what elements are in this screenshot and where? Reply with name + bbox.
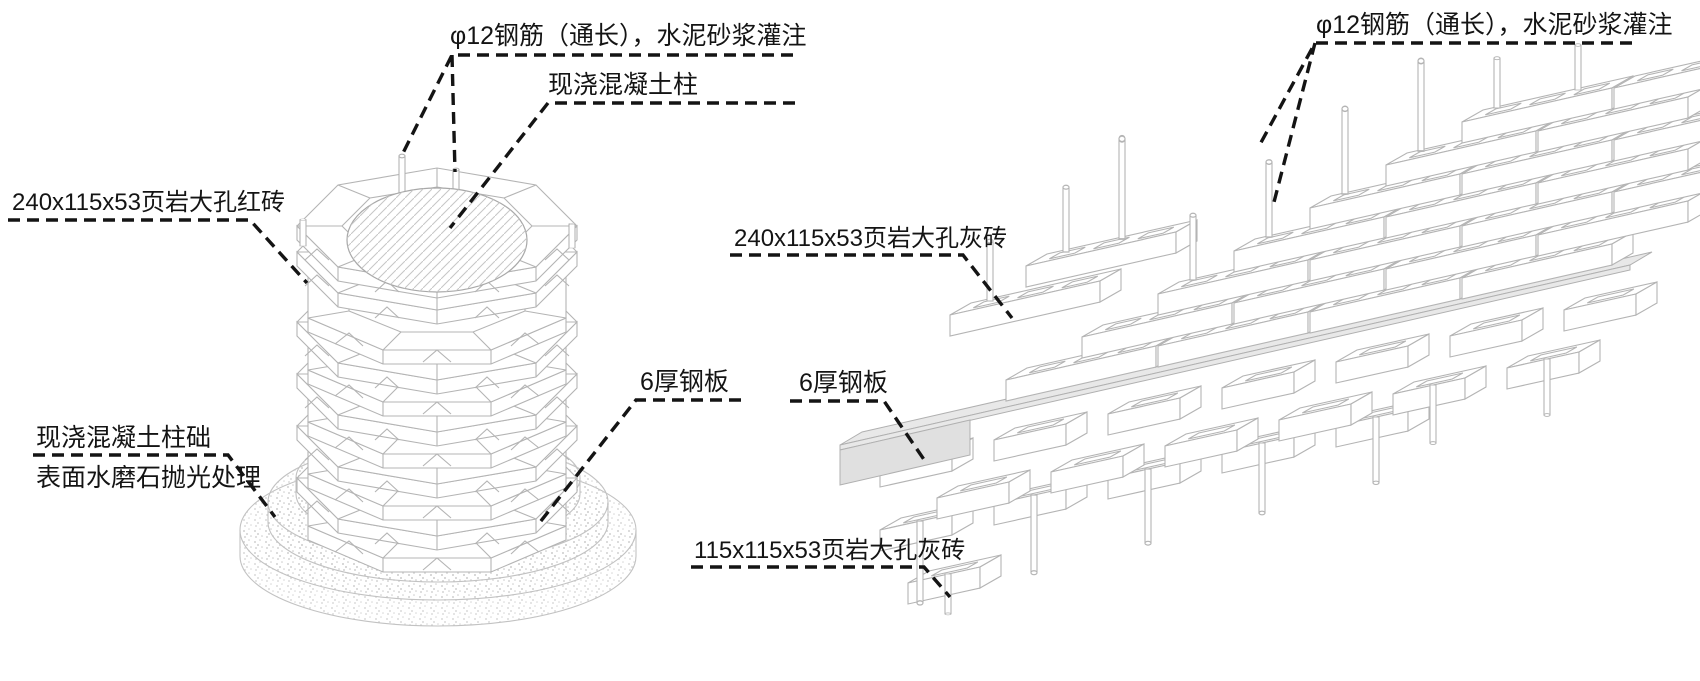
leader-left-column-base <box>33 453 277 519</box>
leader-left-rebar <box>399 53 793 173</box>
label-left-steel-plate: 6厚钢板 <box>640 368 729 396</box>
label-left-concrete-column: 现浇混凝土柱 <box>548 71 698 99</box>
leader-right-steel-plate <box>790 399 927 462</box>
leader-right-gray-brick-240 <box>730 253 1014 320</box>
concrete-core <box>346 187 528 293</box>
label-right-rebar: φ12钢筋（通长），水泥砂浆灌注 <box>1316 11 1673 39</box>
leader-right-gray-brick-115 <box>691 565 952 599</box>
leader-left-concrete-column <box>448 101 795 230</box>
leader-right-rebar <box>1256 41 1632 207</box>
label-left-red-brick: 240x115x53页岩大孔红砖 <box>12 189 285 216</box>
leader-lines <box>8 41 1632 599</box>
label-left-rebar: φ12钢筋（通长），水泥砂浆灌注 <box>450 22 807 50</box>
label-left-column-base-line1: 现浇混凝土柱础 <box>36 424 211 452</box>
leader-left-steel-plate <box>535 398 741 528</box>
right-wall-diagram <box>839 41 1700 616</box>
left-column-diagram <box>239 153 637 627</box>
labels: φ12钢筋（通长），水泥砂浆灌注 现浇混凝土柱 240x115x53页岩大孔红砖… <box>12 11 1673 564</box>
label-right-steel-plate: 6厚钢板 <box>799 369 888 397</box>
label-right-gray-brick-115: 115x115x53页岩大孔灰砖 <box>694 537 965 564</box>
leader-left-red-brick <box>8 218 309 285</box>
label-right-gray-brick-240: 240x115x53页岩大孔灰砖 <box>734 225 1007 252</box>
label-left-column-base-line2: 表面水磨石抛光处理 <box>36 464 261 492</box>
